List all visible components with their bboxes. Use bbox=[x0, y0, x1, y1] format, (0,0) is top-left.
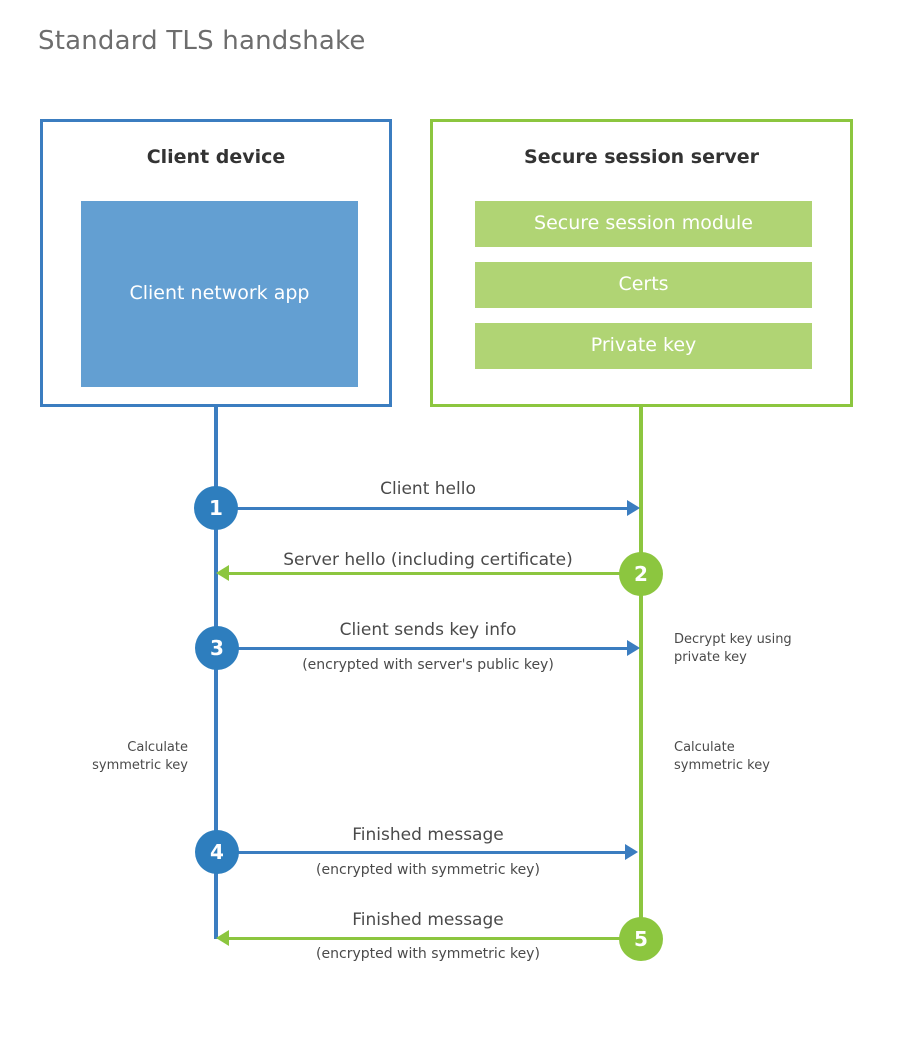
step-3-sublabel: (encrypted with server's public key) bbox=[302, 657, 554, 673]
server-calculate-symmetric-key-note: Calculate symmetric key bbox=[674, 740, 770, 773]
step-5-label: Finished message bbox=[352, 910, 504, 930]
step-5-arrow-head-icon bbox=[216, 930, 229, 946]
step-2-arrow-head-icon bbox=[216, 565, 229, 581]
client-network-app-block: Client network app bbox=[81, 201, 358, 387]
client-calculate-symmetric-key-note: Calculate symmetric key bbox=[92, 740, 188, 773]
server-decrypt-note: Decrypt key using private key bbox=[674, 632, 792, 665]
server-component-private-key: Private key bbox=[475, 323, 812, 369]
step-3-arrow-line bbox=[216, 647, 628, 650]
step-4-arrow-head-icon bbox=[625, 844, 638, 860]
client-device-box: Client device Client network app bbox=[40, 119, 392, 407]
server-component-certs: Certs bbox=[475, 262, 812, 308]
server-lifeline bbox=[639, 406, 643, 939]
step-1-arrow-head-icon bbox=[627, 500, 640, 516]
step-4-sublabel: (encrypted with symmetric key) bbox=[316, 862, 540, 878]
step-3-label: Client sends key info bbox=[339, 620, 517, 640]
step-3-circle[interactable]: 3 bbox=[195, 626, 239, 670]
step-5-sublabel: (encrypted with symmetric key) bbox=[316, 946, 540, 962]
step-1-circle[interactable]: 1 bbox=[194, 486, 238, 530]
step-2-label: Server hello (including certificate) bbox=[283, 550, 573, 570]
step-3-arrow-head-icon bbox=[627, 640, 640, 656]
step-4-arrow-line bbox=[216, 851, 626, 854]
step-4-circle[interactable]: 4 bbox=[195, 830, 239, 874]
step-1-arrow-line bbox=[216, 507, 628, 510]
client-lifeline bbox=[214, 406, 218, 939]
step-5-circle[interactable]: 5 bbox=[619, 917, 663, 961]
client-device-heading: Client device bbox=[146, 146, 286, 168]
step-5-arrow-line bbox=[228, 937, 640, 940]
step-4-label: Finished message bbox=[352, 825, 504, 845]
server-component-secure-session-module: Secure session module bbox=[475, 201, 812, 247]
secure-session-server-box: Secure session server Secure session mod… bbox=[430, 119, 853, 407]
server-heading: Secure session server bbox=[524, 146, 759, 168]
step-2-circle[interactable]: 2 bbox=[619, 552, 663, 596]
step-2-arrow-line bbox=[228, 572, 640, 575]
page-title: Standard TLS handshake bbox=[38, 26, 366, 56]
step-1-label: Client hello bbox=[380, 479, 476, 499]
